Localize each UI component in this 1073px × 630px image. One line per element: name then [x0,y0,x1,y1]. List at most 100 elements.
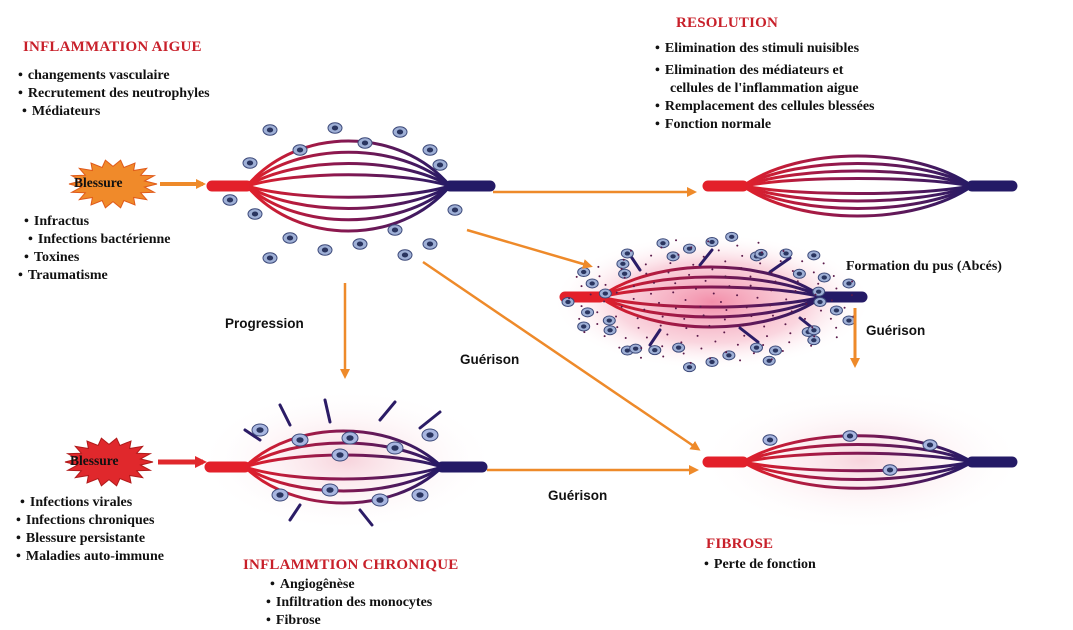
pus-dot [836,336,838,338]
resolution-title: RESOLUTION [676,14,778,32]
resolution-feature-item: Elimination des médiateurs et [655,62,874,80]
acute-feature-item: changements vasculaire [18,67,210,85]
cell-nucleus [267,128,273,133]
cell-nucleus [326,487,333,493]
pus-dot [643,309,645,311]
cell-nucleus [811,328,816,332]
capillary [247,152,450,186]
cell-nucleus [276,492,283,498]
pus-dot [568,297,570,299]
edge-label-healing-center: Guérison [460,352,519,367]
pus-dot [750,285,752,287]
cell-nucleus [726,353,731,357]
pus-dot [709,357,711,359]
pus-dot [660,246,662,248]
cell-nucleus [565,300,570,304]
pus-dot [597,266,599,268]
pus-dot [645,273,647,275]
cell-nucleus [622,272,627,276]
fibrosis-features-list: Perte de fonction [704,556,816,574]
pus-dot [771,271,773,273]
cell-nucleus [660,241,665,245]
cell-nucleus [822,275,827,279]
pus-dot [685,299,687,301]
cell-nucleus [392,228,398,233]
pus-dot [823,262,825,264]
pus-dot [759,262,761,264]
cell-nucleus [437,163,443,168]
pus-dot [831,299,833,301]
pus-dot [741,255,743,257]
cell-nucleus [585,310,590,314]
pus-dot [814,294,816,296]
pus-dot [700,305,702,307]
pus-dot [736,245,738,247]
cell-nucleus [252,212,258,217]
cell-nucleus [362,141,368,146]
cell-nucleus [887,468,893,473]
pus-dot [753,352,755,354]
capillary [247,186,450,197]
pus-dot [669,262,671,264]
pus-dot [757,242,759,244]
acute-features-list: changements vasculaire Recrutement des n… [18,67,210,121]
injury-cause-item: Blessure persistante [16,530,164,548]
cell-nucleus [227,198,233,203]
pus-dot [801,260,803,262]
pus-dot [851,294,853,296]
resolution-feature-item: cellules de l'inflammation aigue [655,80,874,98]
pus-dot [675,307,677,309]
pus-dot [835,288,837,290]
cell-nucleus [783,251,788,255]
pus-dot [811,326,813,328]
pus-dot [756,297,758,299]
cell-nucleus [797,272,802,276]
pus-dot [603,301,605,303]
pus-dot [788,341,790,343]
cell-nucleus [426,432,433,438]
fibrosis-title: FIBROSE [706,535,773,553]
edge-label-progression: Progression [225,316,304,331]
cell-nucleus [767,438,773,443]
pus-dot [774,280,776,282]
pus-dot [590,294,592,296]
pus-dot [674,282,676,284]
acute-inflammation-title: INFLAMMATION AIGUE [23,38,202,56]
pus-dot [718,249,720,251]
pus-dot [599,275,601,277]
pus-dot [650,293,652,295]
injury-cause-item: Infractus [24,213,171,231]
abscess-label: Formation du pus (Abcés) [846,258,1002,276]
cell-nucleus [452,208,458,213]
pus-dot [782,350,784,352]
acute-feature-item: Recrutement des neutrophyles [18,85,210,103]
pus-dot [750,315,752,317]
pus-dot [739,359,741,361]
pus-dot [703,256,705,258]
injury-cause-item: Maladies auto-immune [16,548,164,566]
cell-nucleus [811,338,816,342]
pus-dot [769,304,771,306]
pus-dot [851,280,853,282]
fibrosis-feature-item: Perte de fonction [704,556,816,574]
pus-dot [789,332,791,334]
acute-feature-item: Médiateurs [18,103,210,121]
injury-cause-item: Infections bactérienne [24,231,171,249]
cell-nucleus [676,346,681,350]
pus-dot [690,246,692,248]
pus-dot [646,337,648,339]
cell-nucleus [297,148,303,153]
pus-dot [708,325,710,327]
pus-dot [661,345,663,347]
cell-nucleus [427,148,433,153]
pus-dot [596,311,598,313]
cell-nucleus [620,262,625,266]
cell-nucleus [633,347,638,351]
pus-dot [707,240,709,242]
pus-dot [653,282,655,284]
pus-dot [623,259,625,261]
cell-nucleus [427,242,433,247]
pus-dot [805,303,807,305]
pus-dot [817,283,819,285]
cell-nucleus [625,251,630,255]
